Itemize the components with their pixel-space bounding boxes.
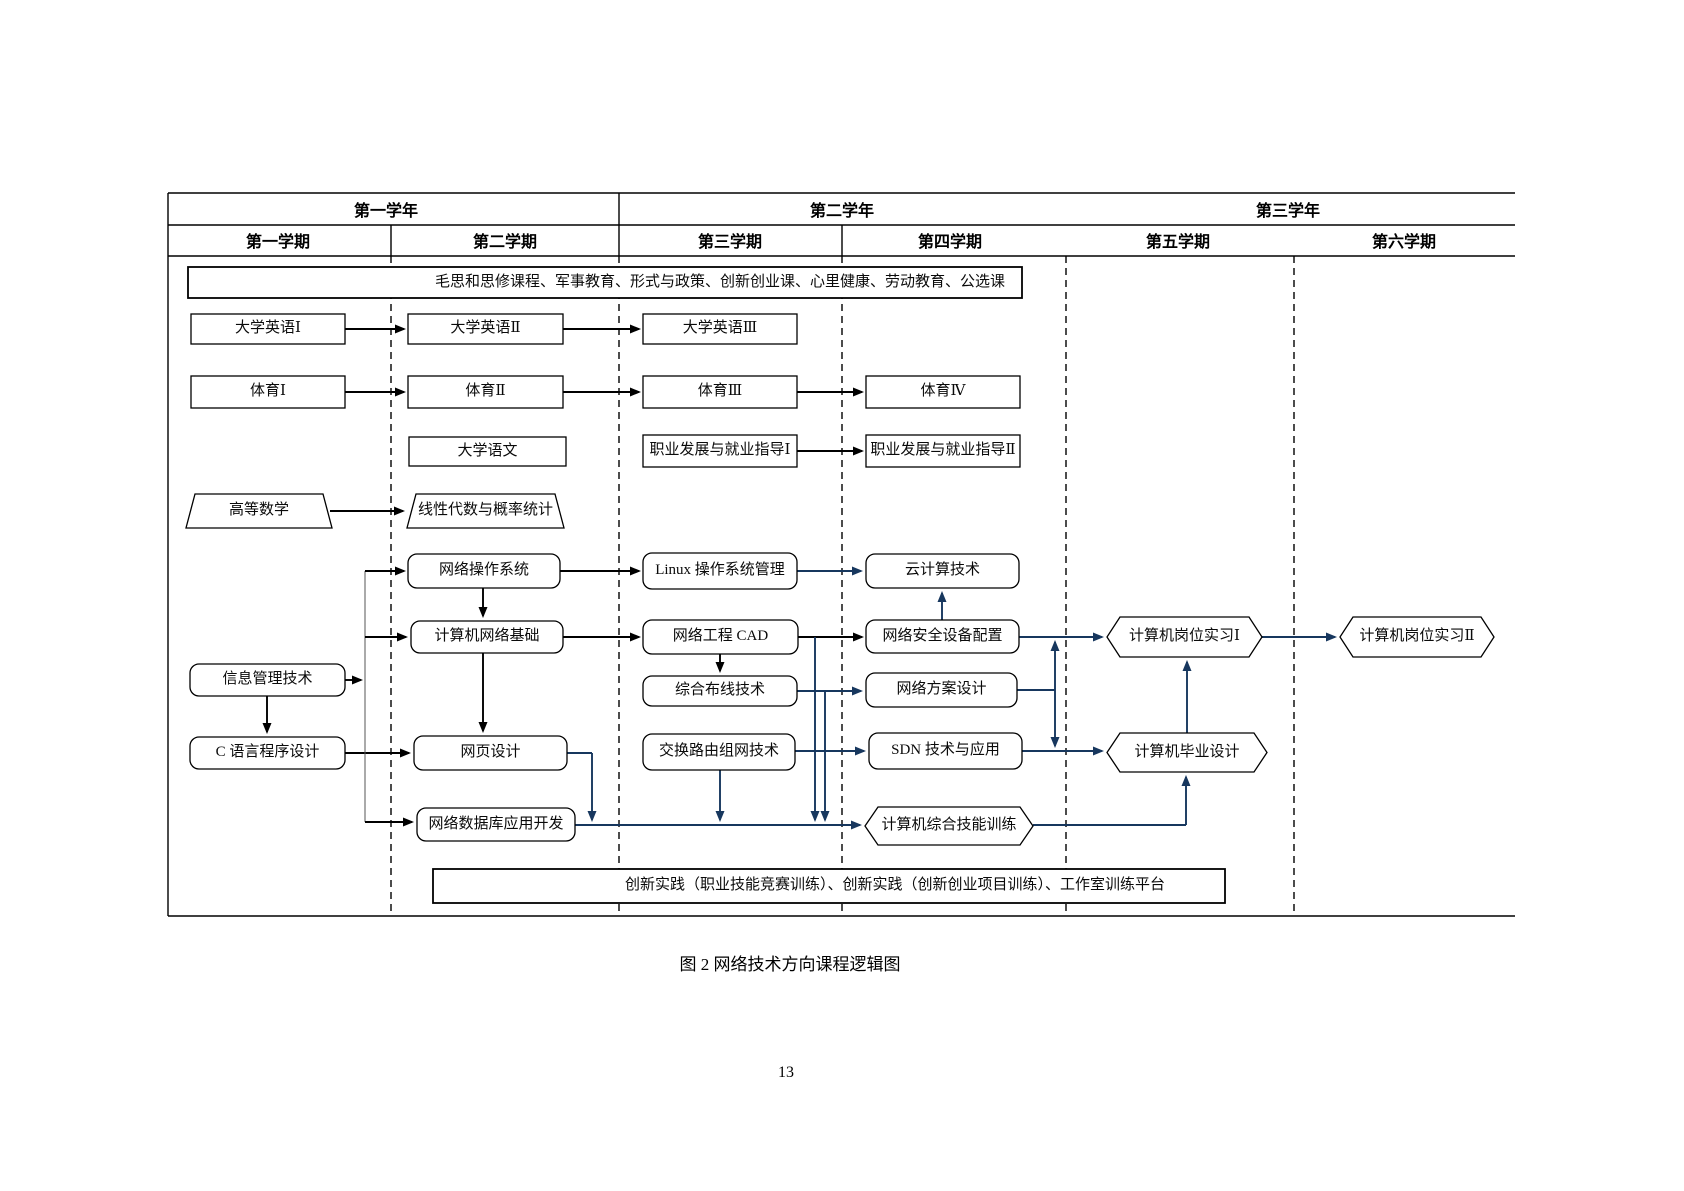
web-design-shape bbox=[413, 735, 568, 771]
comprehensive-skills-training-shape bbox=[864, 806, 1034, 846]
college-english-2-shape bbox=[407, 313, 564, 345]
pe-3-label: 体育Ⅲ bbox=[697, 383, 743, 400]
linear-algebra-probability-label: 线性代数与概率统计 bbox=[417, 502, 553, 519]
integrated-cabling-shape bbox=[642, 675, 798, 707]
linux-os-admin-shape bbox=[642, 552, 798, 590]
network-engineering-cad-label: 网络工程 CAD bbox=[672, 628, 769, 645]
network-database-dev-label: 网络数据库应用开发 bbox=[428, 815, 564, 832]
college-chinese-shape bbox=[408, 436, 567, 467]
semester-header-1: 第一学期 bbox=[245, 234, 311, 251]
network-engineering-cad-shape bbox=[642, 619, 799, 655]
college-english-2-label: 大学英语Ⅱ bbox=[450, 320, 521, 337]
pe-4-label: 体育Ⅳ bbox=[920, 383, 966, 400]
pe-2-shape bbox=[407, 375, 564, 409]
general-courses-shape bbox=[187, 266, 1023, 299]
computer-internship-1-label: 计算机岗位实习Ⅰ bbox=[1129, 628, 1240, 645]
semester-header-6: 第六学期 bbox=[1371, 234, 1437, 251]
college-english-1-shape bbox=[190, 313, 346, 345]
info-management-tech-label: 信息管理技术 bbox=[222, 671, 313, 688]
graduation-project-shape bbox=[1106, 732, 1268, 773]
career-guidance-2-label: 职业发展与就业指导Ⅱ bbox=[870, 442, 1016, 459]
cloud-computing-shape bbox=[865, 553, 1020, 589]
pe-4-shape bbox=[865, 375, 1021, 409]
computer-internship-2-label: 计算机岗位实习Ⅱ bbox=[1359, 628, 1475, 645]
semester-header-2: 第二学期 bbox=[472, 234, 538, 251]
network-security-config-shape bbox=[865, 619, 1020, 654]
network-solution-design-label: 网络方案设计 bbox=[896, 681, 987, 698]
course-node-shapes bbox=[185, 266, 1495, 904]
computer-network-basics-label: 计算机网络基础 bbox=[434, 628, 540, 645]
sdn-technology-label: SDN 技术与应用 bbox=[891, 742, 1000, 759]
innovation-practice-label: 创新实践（职业技能竞赛训练）、创新实践（创新创业项目训练）、工作室训练平台 bbox=[624, 877, 1165, 894]
integrated-cabling-label: 综合布线技术 bbox=[674, 682, 765, 699]
web-design-label: 网页设计 bbox=[460, 744, 521, 761]
figure-caption: 图 2 网络技术方向课程逻辑图 bbox=[679, 955, 901, 974]
network-solution-design-shape bbox=[865, 672, 1018, 708]
innovation-practice-shape bbox=[432, 868, 1226, 904]
comprehensive-skills-training-label: 计算机综合技能训练 bbox=[881, 817, 1017, 834]
advanced-math-label: 高等数学 bbox=[228, 502, 289, 519]
computer-network-basics-shape bbox=[410, 620, 564, 654]
career-guidance-1-label: 职业发展与就业指导Ⅰ bbox=[649, 442, 791, 459]
graduation-project-label: 计算机毕业设计 bbox=[1134, 743, 1240, 760]
semester-header-5: 第五学期 bbox=[1145, 234, 1211, 251]
computer-internship-1-shape bbox=[1106, 616, 1263, 658]
c-programming-shape bbox=[189, 736, 346, 770]
linear-algebra-probability-shape bbox=[406, 493, 565, 529]
career-guidance-2-shape bbox=[865, 434, 1021, 468]
course-connectors bbox=[262, 324, 1337, 830]
sdn-technology-shape bbox=[868, 732, 1023, 770]
computer-internship-2-shape bbox=[1339, 616, 1495, 658]
year-header-2: 第二学年 bbox=[809, 203, 875, 220]
career-guidance-1-shape bbox=[642, 434, 798, 468]
c-programming-label: C 语言程序设计 bbox=[215, 744, 320, 761]
network-os-shape bbox=[407, 553, 561, 589]
year-header-1: 第一学年 bbox=[353, 203, 419, 220]
college-chinese-label: 大学语文 bbox=[457, 442, 518, 459]
linux-os-admin-label: Linux 操作系统管理 bbox=[655, 562, 785, 579]
switching-routing-shape bbox=[642, 733, 796, 771]
college-english-1-label: 大学英语Ⅰ bbox=[235, 320, 301, 337]
network-database-dev-shape bbox=[416, 807, 576, 842]
network-security-config-label: 网络安全设备配置 bbox=[882, 627, 1003, 644]
pe-2-label: 体育Ⅱ bbox=[465, 383, 506, 400]
year-header-3: 第三学年 bbox=[1255, 203, 1321, 220]
cloud-computing-label: 云计算技术 bbox=[904, 562, 980, 579]
pe-1-shape bbox=[190, 375, 346, 409]
page-number: 13 bbox=[778, 1064, 794, 1081]
pe-1-label: 体育Ⅰ bbox=[250, 383, 286, 400]
pe-3-shape bbox=[642, 375, 798, 409]
network-os-label: 网络操作系统 bbox=[438, 562, 529, 579]
table-grid bbox=[167, 192, 1515, 917]
college-english-3-label: 大学英语Ⅲ bbox=[682, 320, 758, 337]
college-english-3-shape bbox=[642, 313, 798, 345]
semester-header-4: 第四学期 bbox=[917, 234, 983, 251]
general-courses-label: 毛思和思修课程、军事教育、形式与政策、创新创业课、心里健康、劳动教育、公选课 bbox=[434, 273, 1005, 290]
advanced-math-shape bbox=[185, 493, 333, 529]
info-management-tech-shape bbox=[189, 663, 346, 697]
switching-routing-label: 交换路由组网技术 bbox=[658, 743, 779, 760]
semester-header-3: 第三学期 bbox=[697, 234, 763, 251]
